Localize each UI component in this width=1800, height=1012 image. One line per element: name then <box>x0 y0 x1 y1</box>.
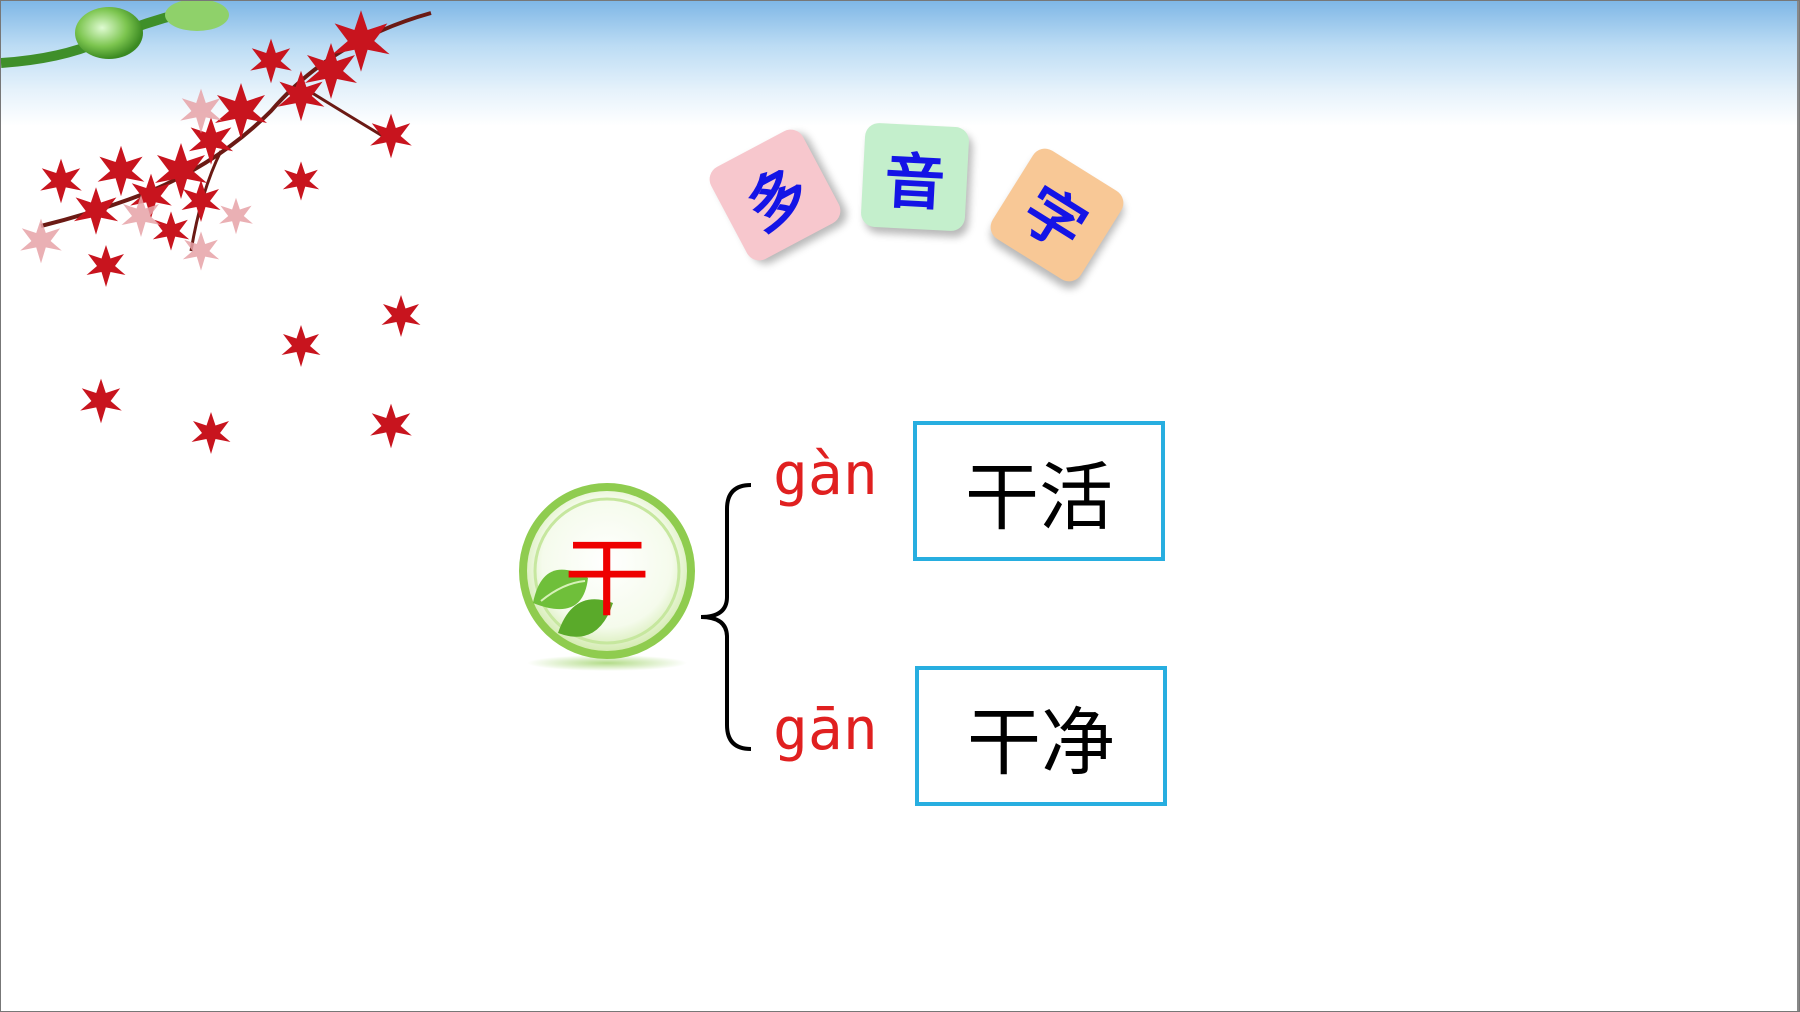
title-tile-zi: 字 <box>985 143 1129 287</box>
slide-border <box>1797 1 1799 1011</box>
curly-brace-icon <box>700 483 752 751</box>
maple-branch-icon <box>1 1 432 454</box>
word-box-1: 干活 <box>913 421 1165 561</box>
title-tile-text: 音 <box>882 145 947 220</box>
word-text: 干净 <box>967 699 1115 786</box>
title-tile-duo: 多 <box>704 124 846 266</box>
pinyin-reading-1: gàn <box>773 440 878 508</box>
green-leaf-orb-icon <box>519 483 695 671</box>
title-tile-text: 多 <box>734 154 821 245</box>
word-text: 干活 <box>965 454 1113 541</box>
pinyin-reading-2: gān <box>773 695 878 763</box>
title-tile-yin: 音 <box>860 122 970 232</box>
word-box-2: 干净 <box>915 666 1167 806</box>
main-character: 干 <box>564 529 650 629</box>
title-tile-text: 字 <box>1010 174 1099 266</box>
